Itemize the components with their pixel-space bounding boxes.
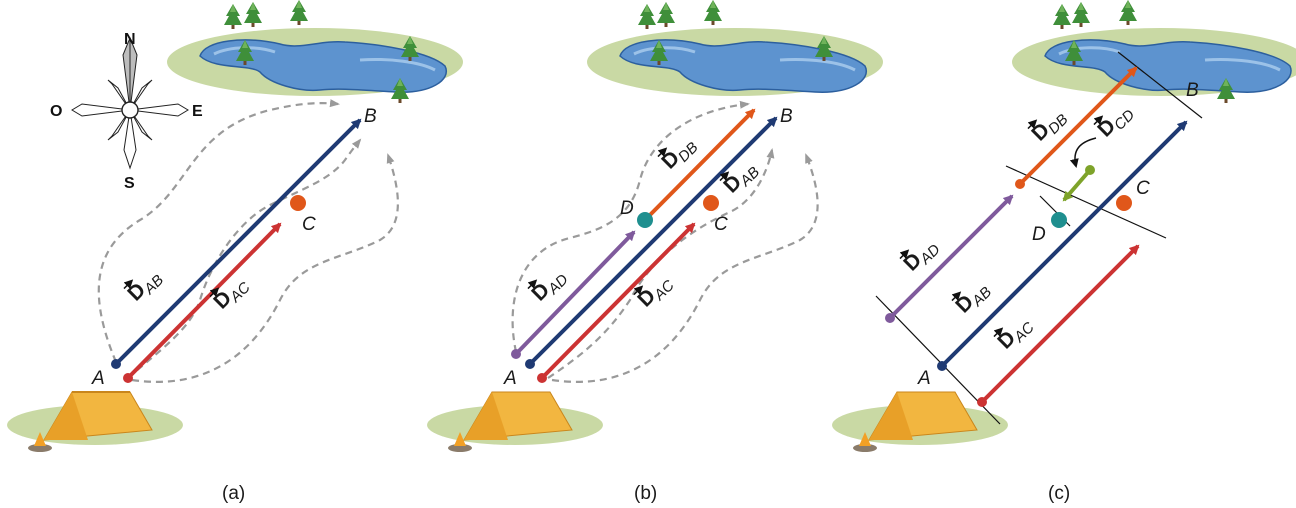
vector-ac-tail	[123, 373, 133, 383]
tent-icon	[832, 391, 1008, 445]
vector-cd-tail	[1085, 165, 1095, 175]
vector-ab-tail	[111, 359, 121, 369]
tree-icon	[224, 4, 242, 29]
point-c-label: C	[302, 214, 316, 235]
tree-icon	[1119, 0, 1137, 25]
point-b-label: B	[1186, 80, 1199, 101]
tree-icon	[1072, 2, 1090, 27]
campfire-icon	[448, 432, 472, 452]
point-c-label: C	[714, 214, 728, 235]
panel-a: A B C D AB D AC (a)	[91, 99, 399, 504]
compass-north-label: N	[124, 31, 136, 48]
tent-icon	[7, 391, 183, 445]
caption-a: (a)	[222, 483, 245, 504]
vector-ac-arrow	[126, 222, 282, 380]
guide-line	[1117, 51, 1203, 119]
tent-icon	[427, 391, 603, 445]
lake-icon	[167, 28, 463, 96]
vector-ac-arrow	[540, 222, 696, 380]
point-c-marker	[290, 195, 306, 211]
dashed-path	[511, 100, 750, 353]
point-d-marker	[1051, 212, 1067, 228]
vector-ac-tail	[977, 397, 987, 407]
dashed-path	[127, 138, 362, 379]
tree-icon	[244, 2, 262, 27]
campfire-icon	[28, 432, 52, 452]
tree-icon	[638, 4, 656, 29]
point-a-label: A	[91, 368, 105, 389]
panel-b: A B C D D AD D DB D AB D AC (b)	[503, 100, 819, 504]
dashed-path	[131, 153, 399, 383]
vector-ad-tail	[511, 349, 521, 359]
vector-ab-arrow	[528, 116, 778, 366]
tree-icon	[657, 2, 675, 27]
point-c-marker	[1116, 195, 1132, 211]
cd-pointer-arrow	[1069, 137, 1097, 168]
vector-ad-tail	[885, 313, 895, 323]
compass-south-label: S	[124, 175, 135, 192]
tree-icon	[1053, 4, 1071, 29]
vector-db-tail	[1015, 179, 1025, 189]
vector-ab-label: D AB	[951, 284, 995, 318]
campfire-icon	[853, 432, 877, 452]
point-d-marker	[637, 212, 653, 228]
vector-ab-tail	[525, 359, 535, 369]
vector-ad-arrow	[888, 194, 1014, 320]
vector-ab-arrow	[114, 118, 362, 366]
vector-db-arrow	[1018, 66, 1138, 186]
vector-ab-arrow	[940, 120, 1188, 368]
vector-cd-arrow	[1062, 168, 1092, 202]
vector-ac-tail	[537, 373, 547, 383]
vector-ac-label: D AC	[209, 279, 254, 314]
compass-east-label: E	[192, 103, 203, 120]
point-a-label: A	[503, 368, 517, 389]
point-c-marker	[703, 195, 719, 211]
point-c-label: C	[1136, 178, 1150, 199]
caption-c: (c)	[1048, 483, 1070, 504]
point-b-label: B	[780, 106, 793, 127]
tree-icon	[704, 0, 722, 25]
dashed-path	[551, 153, 819, 383]
dashed-path	[547, 148, 775, 379]
point-a-label: A	[917, 368, 931, 389]
tree-icon	[290, 0, 308, 25]
lake-icon	[1012, 28, 1296, 96]
vector-ac-arrow	[980, 244, 1140, 404]
vector-db-arrow	[643, 108, 756, 222]
vector-ac-label: D AC	[993, 319, 1038, 354]
vector-ab-tail	[937, 361, 947, 371]
caption-b: (b)	[634, 483, 657, 504]
compass-west-label: O	[50, 103, 62, 120]
vector-ad-arrow	[514, 230, 636, 356]
point-d-label: D	[620, 198, 634, 219]
vector-ab-label: D AB	[123, 272, 167, 306]
guide-line	[1005, 165, 1167, 239]
compass-rose-icon	[71, 36, 189, 170]
dashed-path	[97, 99, 340, 363]
point-b-label: B	[364, 106, 377, 127]
point-d-label: D	[1032, 224, 1046, 245]
lake-icon	[587, 28, 883, 96]
vector-ab-label: D AB	[719, 164, 763, 198]
